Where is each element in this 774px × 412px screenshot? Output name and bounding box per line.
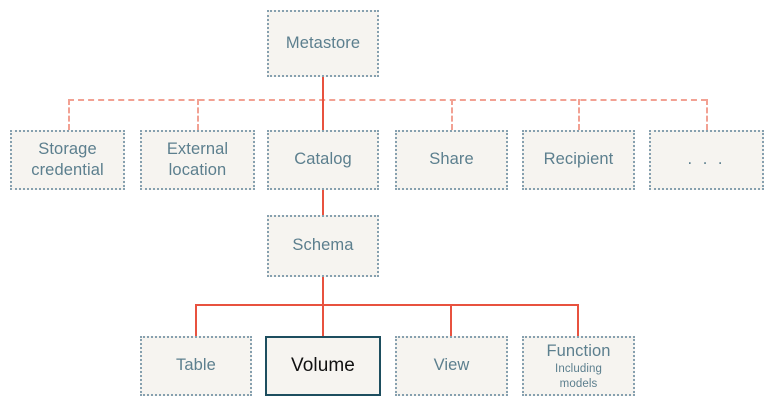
node-recipient[interactable]: Recipient [522,130,635,190]
node-catalog[interactable]: Catalog [267,130,379,190]
node-storage-credential-label-line1: Storage [38,139,97,158]
node-volume[interactable]: Volume [265,336,381,396]
connector-schema-trunk [322,277,324,304]
node-table[interactable]: Table [140,336,252,396]
node-schema[interactable]: Schema [267,215,379,277]
node-storage-credential[interactable]: Storage credential [10,130,125,190]
node-more[interactable]: . . . [649,130,764,190]
node-function[interactable]: Function Including models [522,336,635,396]
connector-drop-more [706,99,708,130]
connector-drop-recipient [578,99,580,130]
connector-catalog-to-schema [322,190,324,215]
connector-drop-share [451,99,453,130]
node-function-label: Function [546,341,611,360]
node-function-sublabel-line1: Including [555,362,602,375]
node-function-sublabel-line2: models [559,377,598,390]
node-share[interactable]: Share [395,130,508,190]
node-metastore-label: Metastore [285,33,361,52]
connector-metastore-trunk [322,77,324,100]
connector-drop-volume [322,304,324,336]
node-metastore[interactable]: Metastore [267,10,379,77]
node-more-label: . . . [687,150,726,169]
node-volume-label: Volume [291,354,355,376]
node-table-label: Table [176,356,216,375]
node-external-location-label-line1: External [166,139,229,158]
node-recipient-label: Recipient [543,150,614,169]
node-view[interactable]: View [395,336,508,396]
node-view-label: View [433,356,470,375]
node-catalog-label: Catalog [294,150,352,169]
node-schema-label: Schema [292,236,354,255]
connector-drop-external-location [197,99,199,130]
connector-schema-bus [195,304,578,306]
node-external-location[interactable]: External location [140,130,255,190]
connector-metastore-bus [68,99,707,101]
connector-drop-function [577,304,579,336]
node-share-label: Share [429,150,474,169]
connector-metastore-to-catalog [322,99,324,130]
connector-drop-view [450,304,452,336]
node-storage-credential-label-line2: credential [31,161,104,179]
node-external-location-label-line2: location [168,161,227,179]
connector-drop-table [195,304,197,336]
connector-drop-storage-credential [68,99,70,130]
